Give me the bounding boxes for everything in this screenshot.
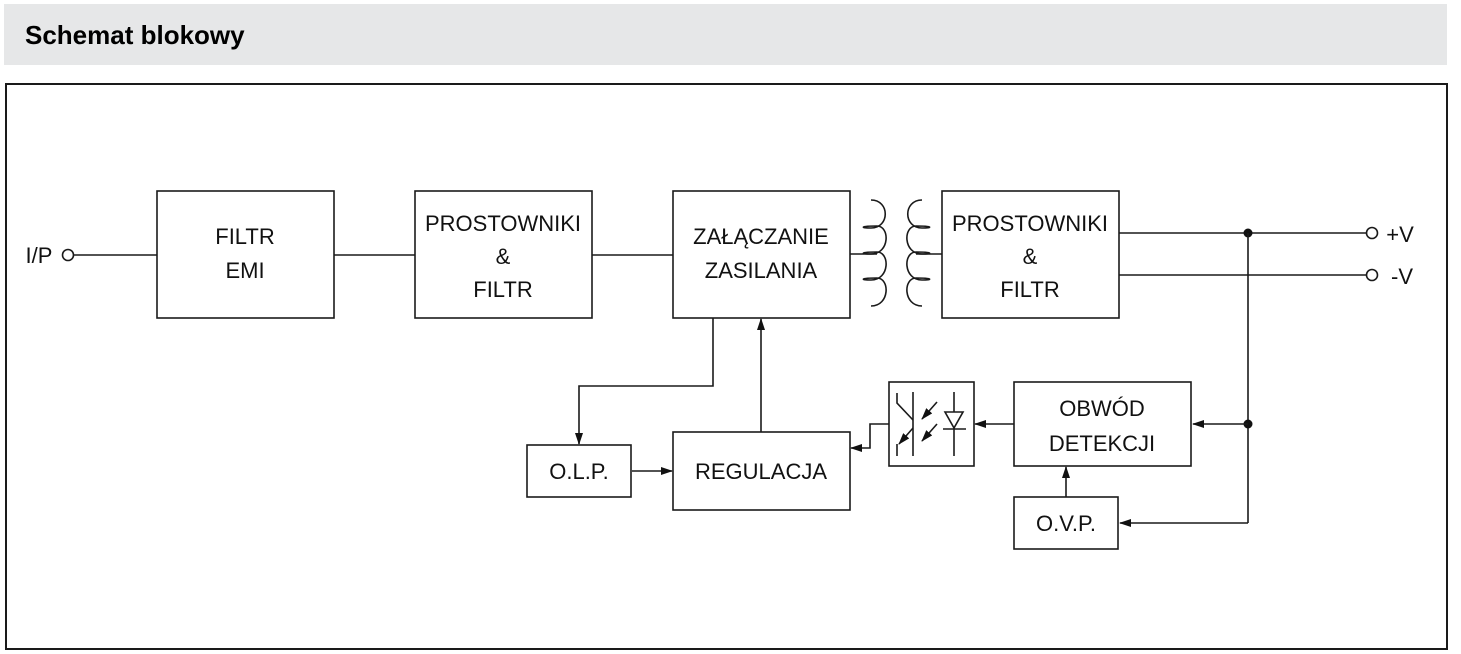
block-power-switching-line1: ZAŁĄCZANIE — [693, 224, 829, 249]
section-title: Schemat blokowy — [25, 20, 245, 50]
wire-switch-to-olp — [575, 318, 714, 445]
block-regulation-label: REGULACJA — [695, 459, 827, 484]
block-detection-line2: DETEKCJI — [1049, 431, 1155, 456]
output-positive-label: +V — [1386, 222, 1414, 247]
block-detection-line1: OBWÓD — [1059, 396, 1145, 421]
block-power-switching: ZAŁĄCZANIE ZASILANIA — [672, 190, 851, 319]
block-emi-filter: FILTR EMI — [156, 190, 335, 319]
output-terminal-negative — [1365, 268, 1379, 282]
block-emi-filter-line1: FILTR — [215, 224, 274, 249]
block-detection-circuit: OBWÓD DETEKCJI — [1013, 381, 1192, 467]
block-power-switching-line2: ZASILANIA — [705, 258, 818, 283]
block-olp: O.L.P. — [526, 444, 632, 498]
diagram-frame — [5, 83, 1448, 650]
block-rectifier-input: PROSTOWNIKI & FILTR — [414, 190, 593, 319]
block-rectifier-output-line1: PROSTOWNIKI — [952, 211, 1108, 236]
input-label: I/P — [26, 243, 53, 268]
input-terminal — [61, 248, 75, 262]
output-negative-label: -V — [1391, 264, 1413, 289]
block-rectifier-output-line3: FILTR — [1000, 277, 1059, 302]
block-ovp-label: O.V.P. — [1036, 511, 1096, 536]
transformer-icon — [850, 199, 942, 307]
output-terminal-positive — [1365, 226, 1379, 240]
block-rectifier-input-line1: PROSTOWNIKI — [425, 211, 581, 236]
block-rectifier-output-line2: & — [1023, 244, 1038, 269]
block-ovp: O.V.P. — [1013, 496, 1119, 550]
block-rectifier-input-line3: FILTR — [473, 277, 532, 302]
wire-opto-to-regulation — [850, 423, 889, 452]
block-olp-label: O.L.P. — [549, 459, 609, 484]
section-header: Schemat blokowy — [4, 4, 1447, 65]
optocoupler-icon — [888, 381, 975, 467]
block-rectifier-output: PROSTOWNIKI & FILTR — [941, 190, 1120, 319]
block-regulation: REGULACJA — [672, 431, 851, 511]
block-rectifier-input-line2: & — [496, 244, 511, 269]
block-emi-filter-line2: EMI — [225, 258, 264, 283]
